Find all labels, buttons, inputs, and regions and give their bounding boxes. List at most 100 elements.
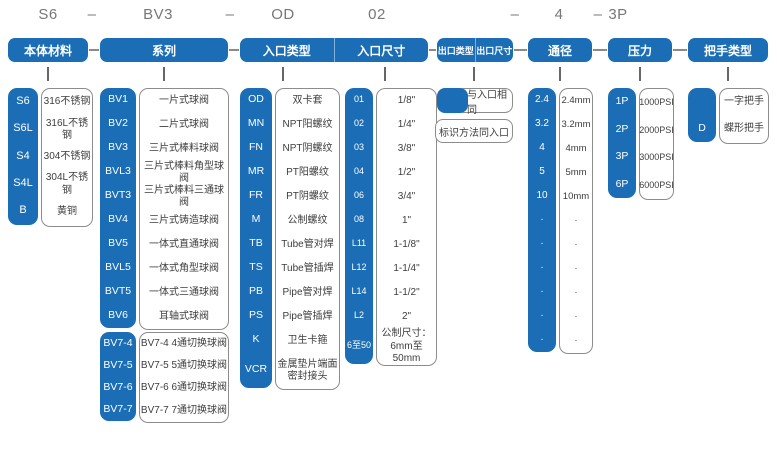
series-code-cell: BV4 — [108, 213, 128, 226]
bore-code-cell: 3.2 — [535, 117, 549, 129]
inlet_size-desc-cell: 3/8" — [397, 142, 416, 154]
inlet_type-code-cell: PB — [248, 285, 263, 298]
header-outlet-type-label: 出口类型 — [437, 45, 474, 56]
bore-code-cell: · — [540, 213, 544, 225]
pressure-code-cell: 3P — [615, 150, 629, 163]
inlet_type-desc-cell: PT阴螺纹 — [286, 190, 329, 202]
bore-desc-cell: · — [574, 239, 578, 251]
series-desc-column: 一片式球阀二片式球阀三片式棒料球阀三片式棒料角型球阀三片式棒料三通球阀三片式铸造… — [139, 88, 229, 330]
bore-desc-cell: · — [574, 287, 578, 299]
inlet_size-desc-cell: 公制尺寸： 6mm至50mm — [381, 328, 432, 365]
inlet_size-desc-column: 1/8"1/4"3/8"1/2"3/4"1"1-1/8"1-1/4"1-1/2"… — [376, 88, 437, 366]
series-code-cell: BV5 — [108, 237, 128, 250]
inlet_size-desc-cell: 2" — [401, 310, 412, 322]
inlet_size-desc-cell: 1/2" — [397, 166, 416, 178]
series-desc-cell: BV7-7 7通切换球阀 — [140, 404, 228, 416]
bore-desc-cell: 4mm — [565, 143, 587, 155]
bore-code-cell: · — [540, 333, 544, 345]
inlet_type-code-cell: PS — [248, 309, 263, 322]
header-series: 系列 — [100, 38, 228, 62]
series-desc-cell: 三片式棒料三通球阀 — [144, 184, 224, 209]
series-desc-cell: BV7-5 5通切换球阀 — [140, 360, 228, 372]
inlet_size-desc-cell: 1/8" — [397, 94, 416, 106]
bore-code-cell: · — [540, 309, 544, 321]
inlet_size-code-cell: 6至50 — [346, 340, 372, 351]
inlet_size-desc-cell: 1" — [401, 214, 412, 226]
header-pressure: 压力 — [608, 38, 672, 62]
series-code-cell: BVL3 — [105, 165, 131, 178]
inlet_type-code-cell: OD — [248, 93, 264, 106]
example-code-dash: – — [225, 6, 235, 23]
inlet_size-code-cell: 02 — [353, 118, 364, 129]
pressure-desc-cell: 6000PSI — [639, 179, 674, 190]
header-bore: 通径 — [528, 38, 592, 62]
example-code-segment: OD — [271, 6, 295, 23]
inlet_size-code-cell: 03 — [353, 142, 364, 153]
bore-desc-cell: · — [574, 215, 578, 227]
pressure-desc-cell: 3000PSI — [639, 152, 674, 163]
connector-tick — [47, 67, 49, 81]
inlet_size-code-cell: L2 — [353, 310, 364, 321]
body_material-desc-cell: 316不锈钢 — [43, 96, 91, 108]
inlet_size-desc-cell: 3/4" — [397, 190, 416, 202]
series-desc-cell: 一体式三通球阀 — [149, 286, 219, 298]
inlet_type-desc-cell: Tube管插焊 — [281, 262, 334, 274]
outlet-note-marking: 标识方法同入口 — [435, 119, 513, 143]
series-desc-cell: 二片式球阀 — [159, 118, 209, 130]
handle_type-desc-cell: 蝶形把手 — [724, 123, 764, 135]
bore-desc-cell: 5mm — [565, 167, 587, 179]
inlet_size-desc-cell: 1-1/8" — [393, 238, 420, 250]
bore-code-cell: · — [540, 285, 544, 297]
bore-desc-cell: 2.4mm — [561, 95, 591, 107]
body_material-code-cell: S4 — [16, 149, 30, 162]
pressure-code-cell: 1P — [615, 95, 629, 108]
handle_type-code-column: D — [688, 88, 716, 142]
header-connector-dash — [514, 49, 527, 51]
handle_type-code-cell: D — [698, 121, 706, 134]
inlet_type-desc-cell: Pipe管对焊 — [282, 286, 333, 298]
header-connector-dash — [89, 49, 99, 51]
body_material-code-cell: S6L — [13, 122, 33, 135]
example-code-dash: – — [510, 6, 520, 23]
example-code-segment: 4 — [554, 6, 564, 23]
inlet_size-code-cell: L14 — [351, 286, 367, 297]
header-divider — [474, 38, 476, 62]
bore-desc-cell: 3.2mm — [561, 119, 591, 131]
bore-code-cell: · — [540, 261, 544, 273]
inlet_size-code-cell: 06 — [353, 190, 364, 201]
outlet-blank-code-chip — [437, 88, 468, 113]
header-connector-dash — [593, 49, 607, 51]
header-series-label: 系列 — [151, 43, 176, 58]
header-connector-dash — [429, 49, 436, 51]
header-outlet-size-label: 出口尺寸 — [476, 45, 513, 56]
inlet_size-desc-cell: 1/4" — [397, 118, 416, 130]
header-body-material: 本体材料 — [8, 38, 88, 62]
inlet_type-desc-cell: 卫生卡箍 — [287, 334, 328, 346]
series-desc-cell: 三片式铸造球阀 — [149, 214, 219, 226]
handle_type-desc-column: 一字把手蝶形把手 — [719, 88, 769, 144]
bore-desc-cell: 10mm — [562, 191, 590, 203]
handle_type-code-cell — [688, 88, 716, 115]
pressure-code-cell: 6P — [615, 177, 629, 190]
inlet_size-desc-cell: 1-1/2" — [393, 286, 420, 298]
connector-tick — [727, 67, 729, 81]
body_material-desc-cell: 304L不锈钢 — [45, 172, 89, 196]
inlet_type-desc-cell: 双卡套 — [292, 94, 323, 106]
inlet_type-code-cell: TB — [249, 237, 263, 250]
series-desc-cell: 三片式棒料球阀 — [149, 142, 219, 154]
inlet_type-desc-cell: Pipe管插焊 — [282, 310, 333, 322]
bore-desc-cell: · — [574, 335, 578, 347]
pressure-desc-cell: 1000PSI — [639, 97, 674, 108]
inlet_size-code-cell: 01 — [353, 94, 364, 105]
inlet_type-desc-cell: Tube管对焊 — [281, 238, 334, 250]
series-code-cell: BV6 — [108, 309, 128, 322]
inlet_type-code-cell: K — [252, 333, 260, 346]
